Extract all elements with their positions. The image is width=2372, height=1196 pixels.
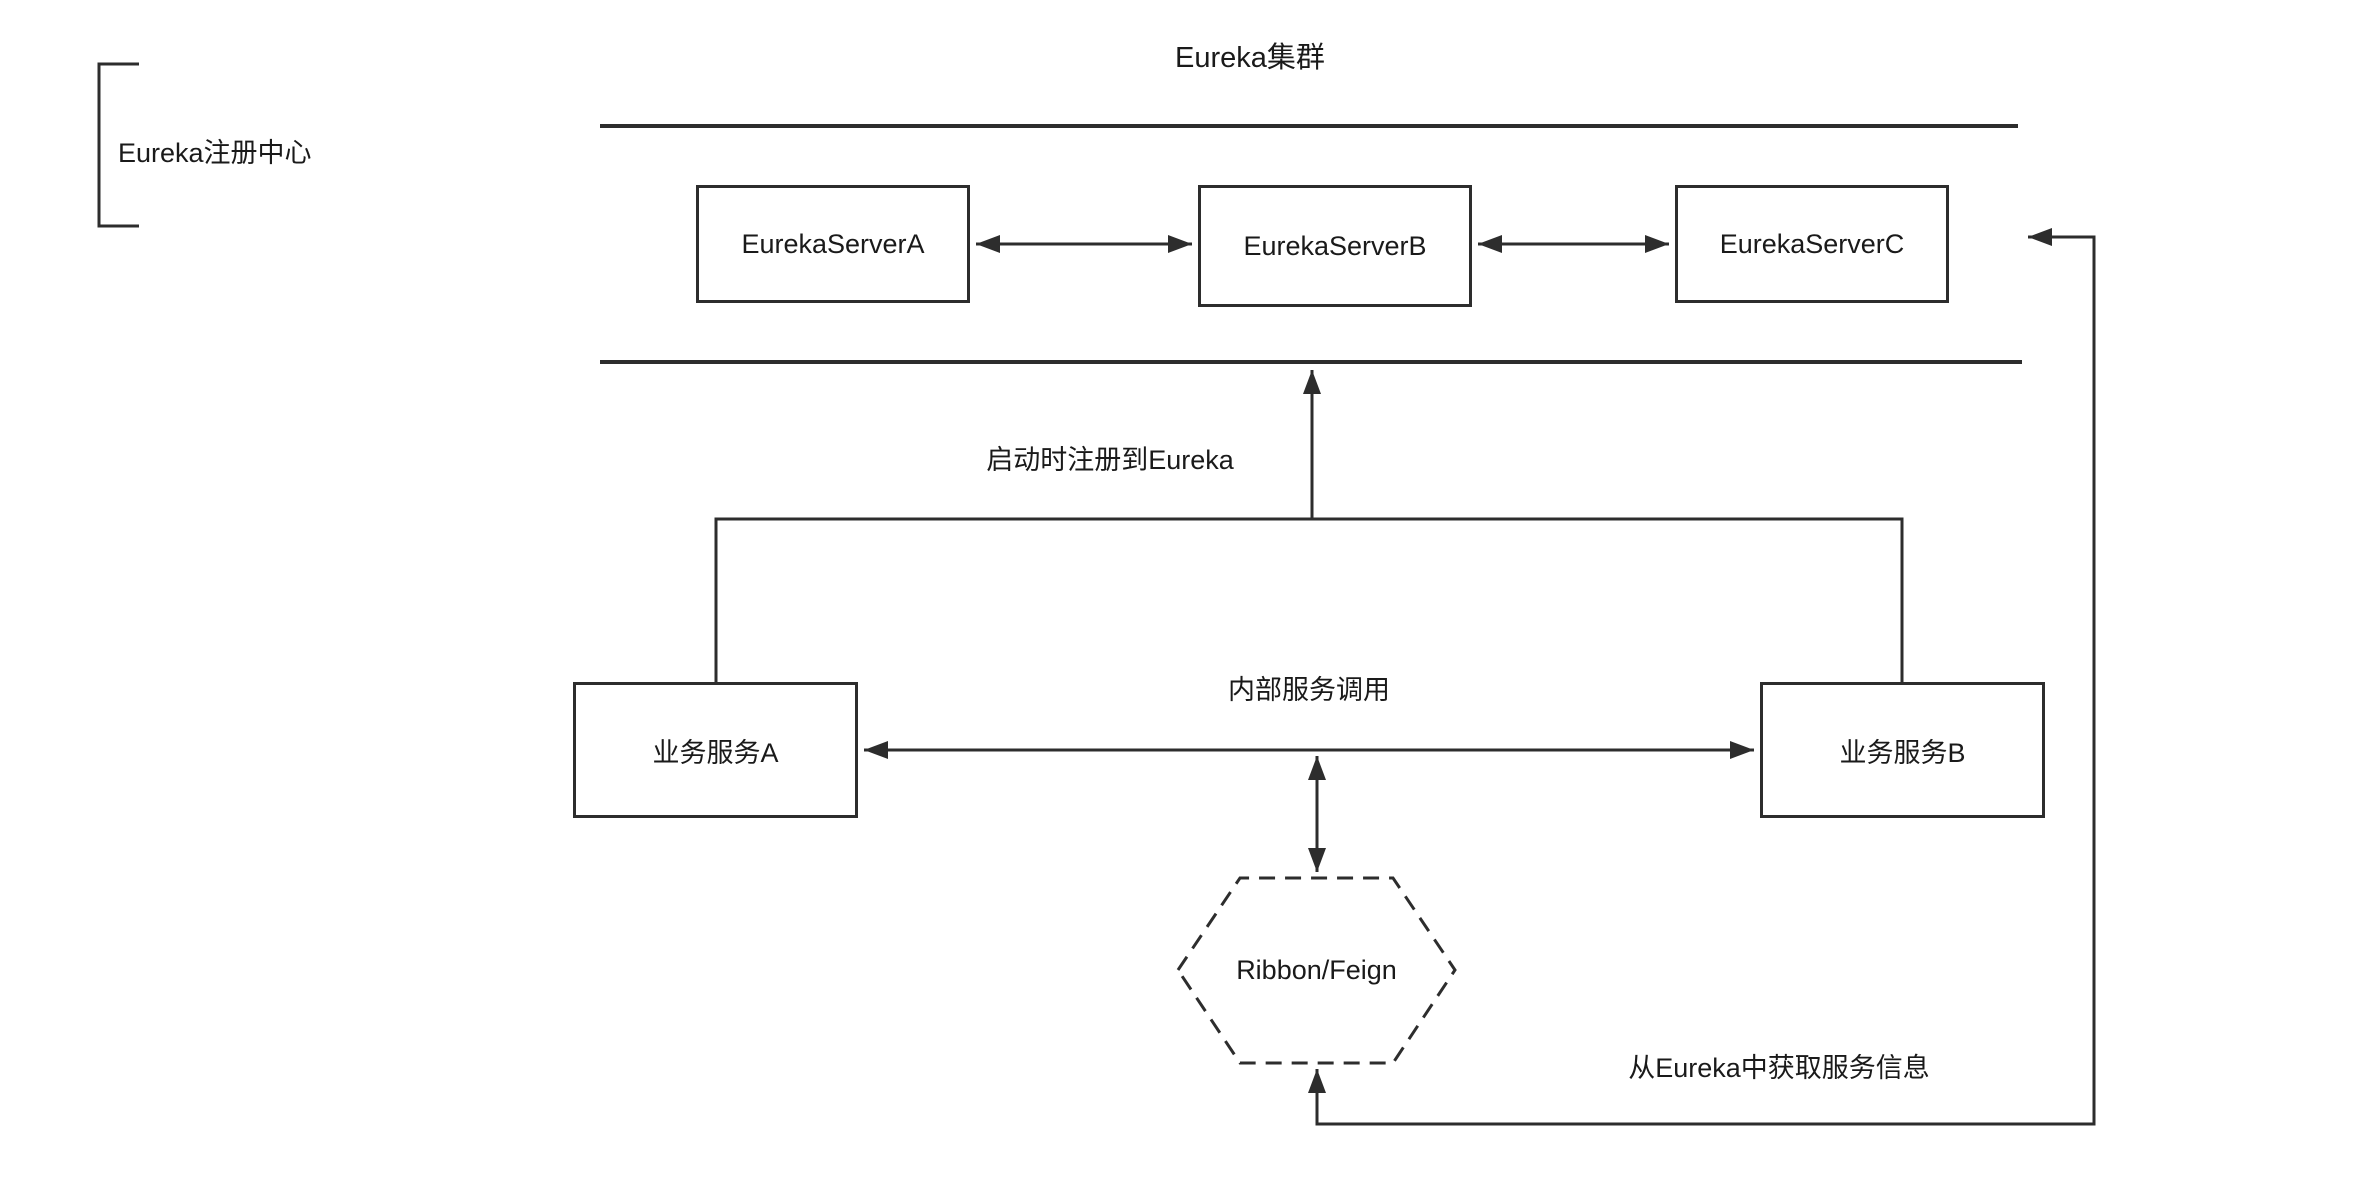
fetch-info-path — [1308, 228, 2096, 1126]
registry-label: Eureka注册中心 — [118, 138, 312, 168]
service-connector — [714, 517, 1904, 682]
node-business-service-a-label: 业务服务A — [652, 737, 779, 768]
node-business-service-b-label: 业务服务B — [1839, 737, 1966, 768]
node-eureka-server-c-label: EurekaServerC — [1719, 228, 1905, 259]
diagram-title: Eureka集群 — [1175, 42, 1325, 74]
node-eureka-server-a-label: EurekaServerA — [741, 228, 925, 259]
fetch-info-label: 从Eureka中获取服务信息 — [1628, 1053, 1930, 1083]
node-ribbon-feign-label: Ribbon/Feign — [1236, 955, 1397, 985]
node-business-service-a: 业务服务A — [573, 682, 858, 818]
node-business-service-b: 业务服务B — [1760, 682, 2045, 818]
internal-call-label: 内部服务调用 — [1228, 675, 1390, 705]
node-eureka-server-c: EurekaServerC — [1675, 185, 1949, 303]
node-eureka-server-b-label: EurekaServerB — [1243, 230, 1427, 261]
node-ribbon-feign: Ribbon/Feign — [1178, 878, 1455, 1063]
node-eureka-server-b: EurekaServerB — [1198, 185, 1472, 307]
register-label: 启动时注册到Eureka — [986, 445, 1234, 475]
registry-bracket — [97, 62, 139, 228]
node-eureka-server-a: EurekaServerA — [696, 185, 970, 303]
